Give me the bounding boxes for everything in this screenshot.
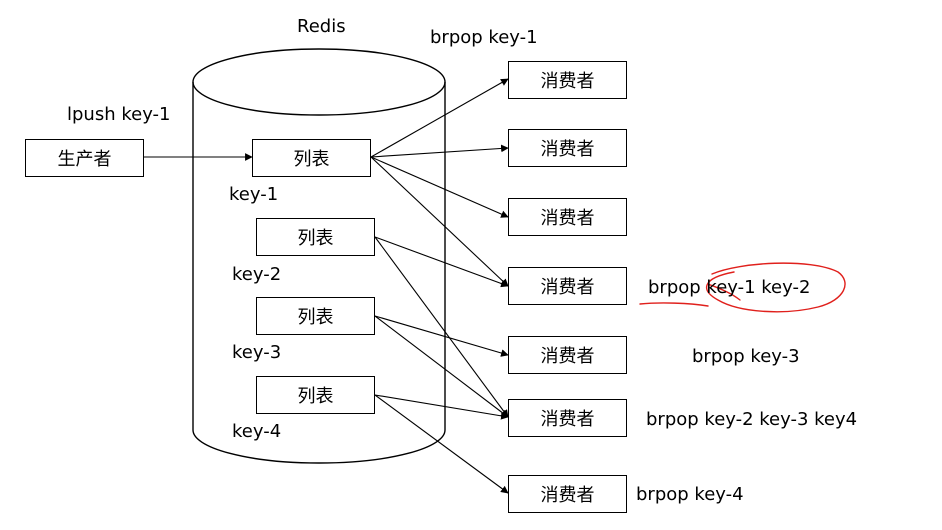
list-box-4: 列表	[256, 376, 375, 414]
redis-cylinder	[192, 48, 446, 464]
red-annotation	[639, 262, 846, 313]
list-label: 列表	[297, 228, 334, 249]
producer-command: lpush key-1	[67, 104, 171, 125]
list-label: 列表	[297, 307, 334, 328]
arrow-list-3-to-consumer-5	[374, 315, 509, 357]
list-key-3: key-3	[232, 342, 282, 363]
consumer-label: 消费者	[540, 71, 595, 92]
arrow-list-1-to-consumer-4	[370, 156, 509, 287]
consumer-7-command: brpop key-4	[636, 484, 744, 505]
consumer-box-4: 消费者	[508, 267, 627, 305]
consumer-label: 消费者	[540, 139, 595, 160]
red-underline-mark	[639, 302, 709, 307]
consumer-box-6: 消费者	[508, 399, 627, 437]
producer-label: 生产者	[57, 149, 112, 170]
consumer-5-command: brpop key-3	[692, 346, 800, 367]
consumer-box-2: 消费者	[508, 129, 627, 167]
list-box-1: 列表	[252, 139, 371, 177]
consumer-label: 消费者	[540, 277, 595, 298]
red-circle-mark	[706, 262, 846, 313]
consumer-label: 消费者	[540, 485, 595, 506]
list-box-2: 列表	[256, 218, 375, 256]
red-strike-mark	[707, 283, 741, 301]
consumer-4-command: brpop key-1 key-2	[648, 277, 811, 298]
list-key-4: key-4	[232, 421, 282, 442]
consumer-1-command: brpop key-1	[430, 27, 538, 48]
consumer-label: 消费者	[540, 346, 595, 367]
consumer-box-1: 消费者	[508, 61, 627, 99]
list-label: 列表	[293, 149, 330, 170]
producer-box: 生产者	[25, 139, 144, 177]
arrow-list-3-to-consumer-6	[374, 315, 509, 418]
consumer-label: 消费者	[540, 409, 595, 430]
redis-label: Redis	[297, 16, 346, 37]
arrow-list-1-to-consumer-1	[370, 78, 509, 158]
consumer-label: 消费者	[540, 208, 595, 229]
arrow-list-1-to-consumer-3	[370, 156, 509, 218]
consumer-6-command: brpop key-2 key-3 key4	[646, 409, 858, 430]
list-box-3: 列表	[256, 297, 375, 335]
arrow-list-2-to-consumer-4	[374, 236, 509, 288]
list-label: 列表	[297, 386, 334, 407]
consumer-box-7: 消费者	[508, 475, 627, 513]
arrow-list-2-to-consumer-6	[374, 236, 509, 418]
arrow-list-4-to-consumer-6	[374, 394, 509, 420]
arrow-list-1-to-consumer-2	[370, 144, 509, 158]
list-key-2: key-2	[232, 264, 282, 285]
list-key-1: key-1	[229, 184, 279, 205]
consumer-box-3: 消费者	[508, 198, 627, 236]
arrow-list-4-to-consumer-7	[374, 394, 509, 494]
consumer-box-5: 消费者	[508, 336, 627, 374]
